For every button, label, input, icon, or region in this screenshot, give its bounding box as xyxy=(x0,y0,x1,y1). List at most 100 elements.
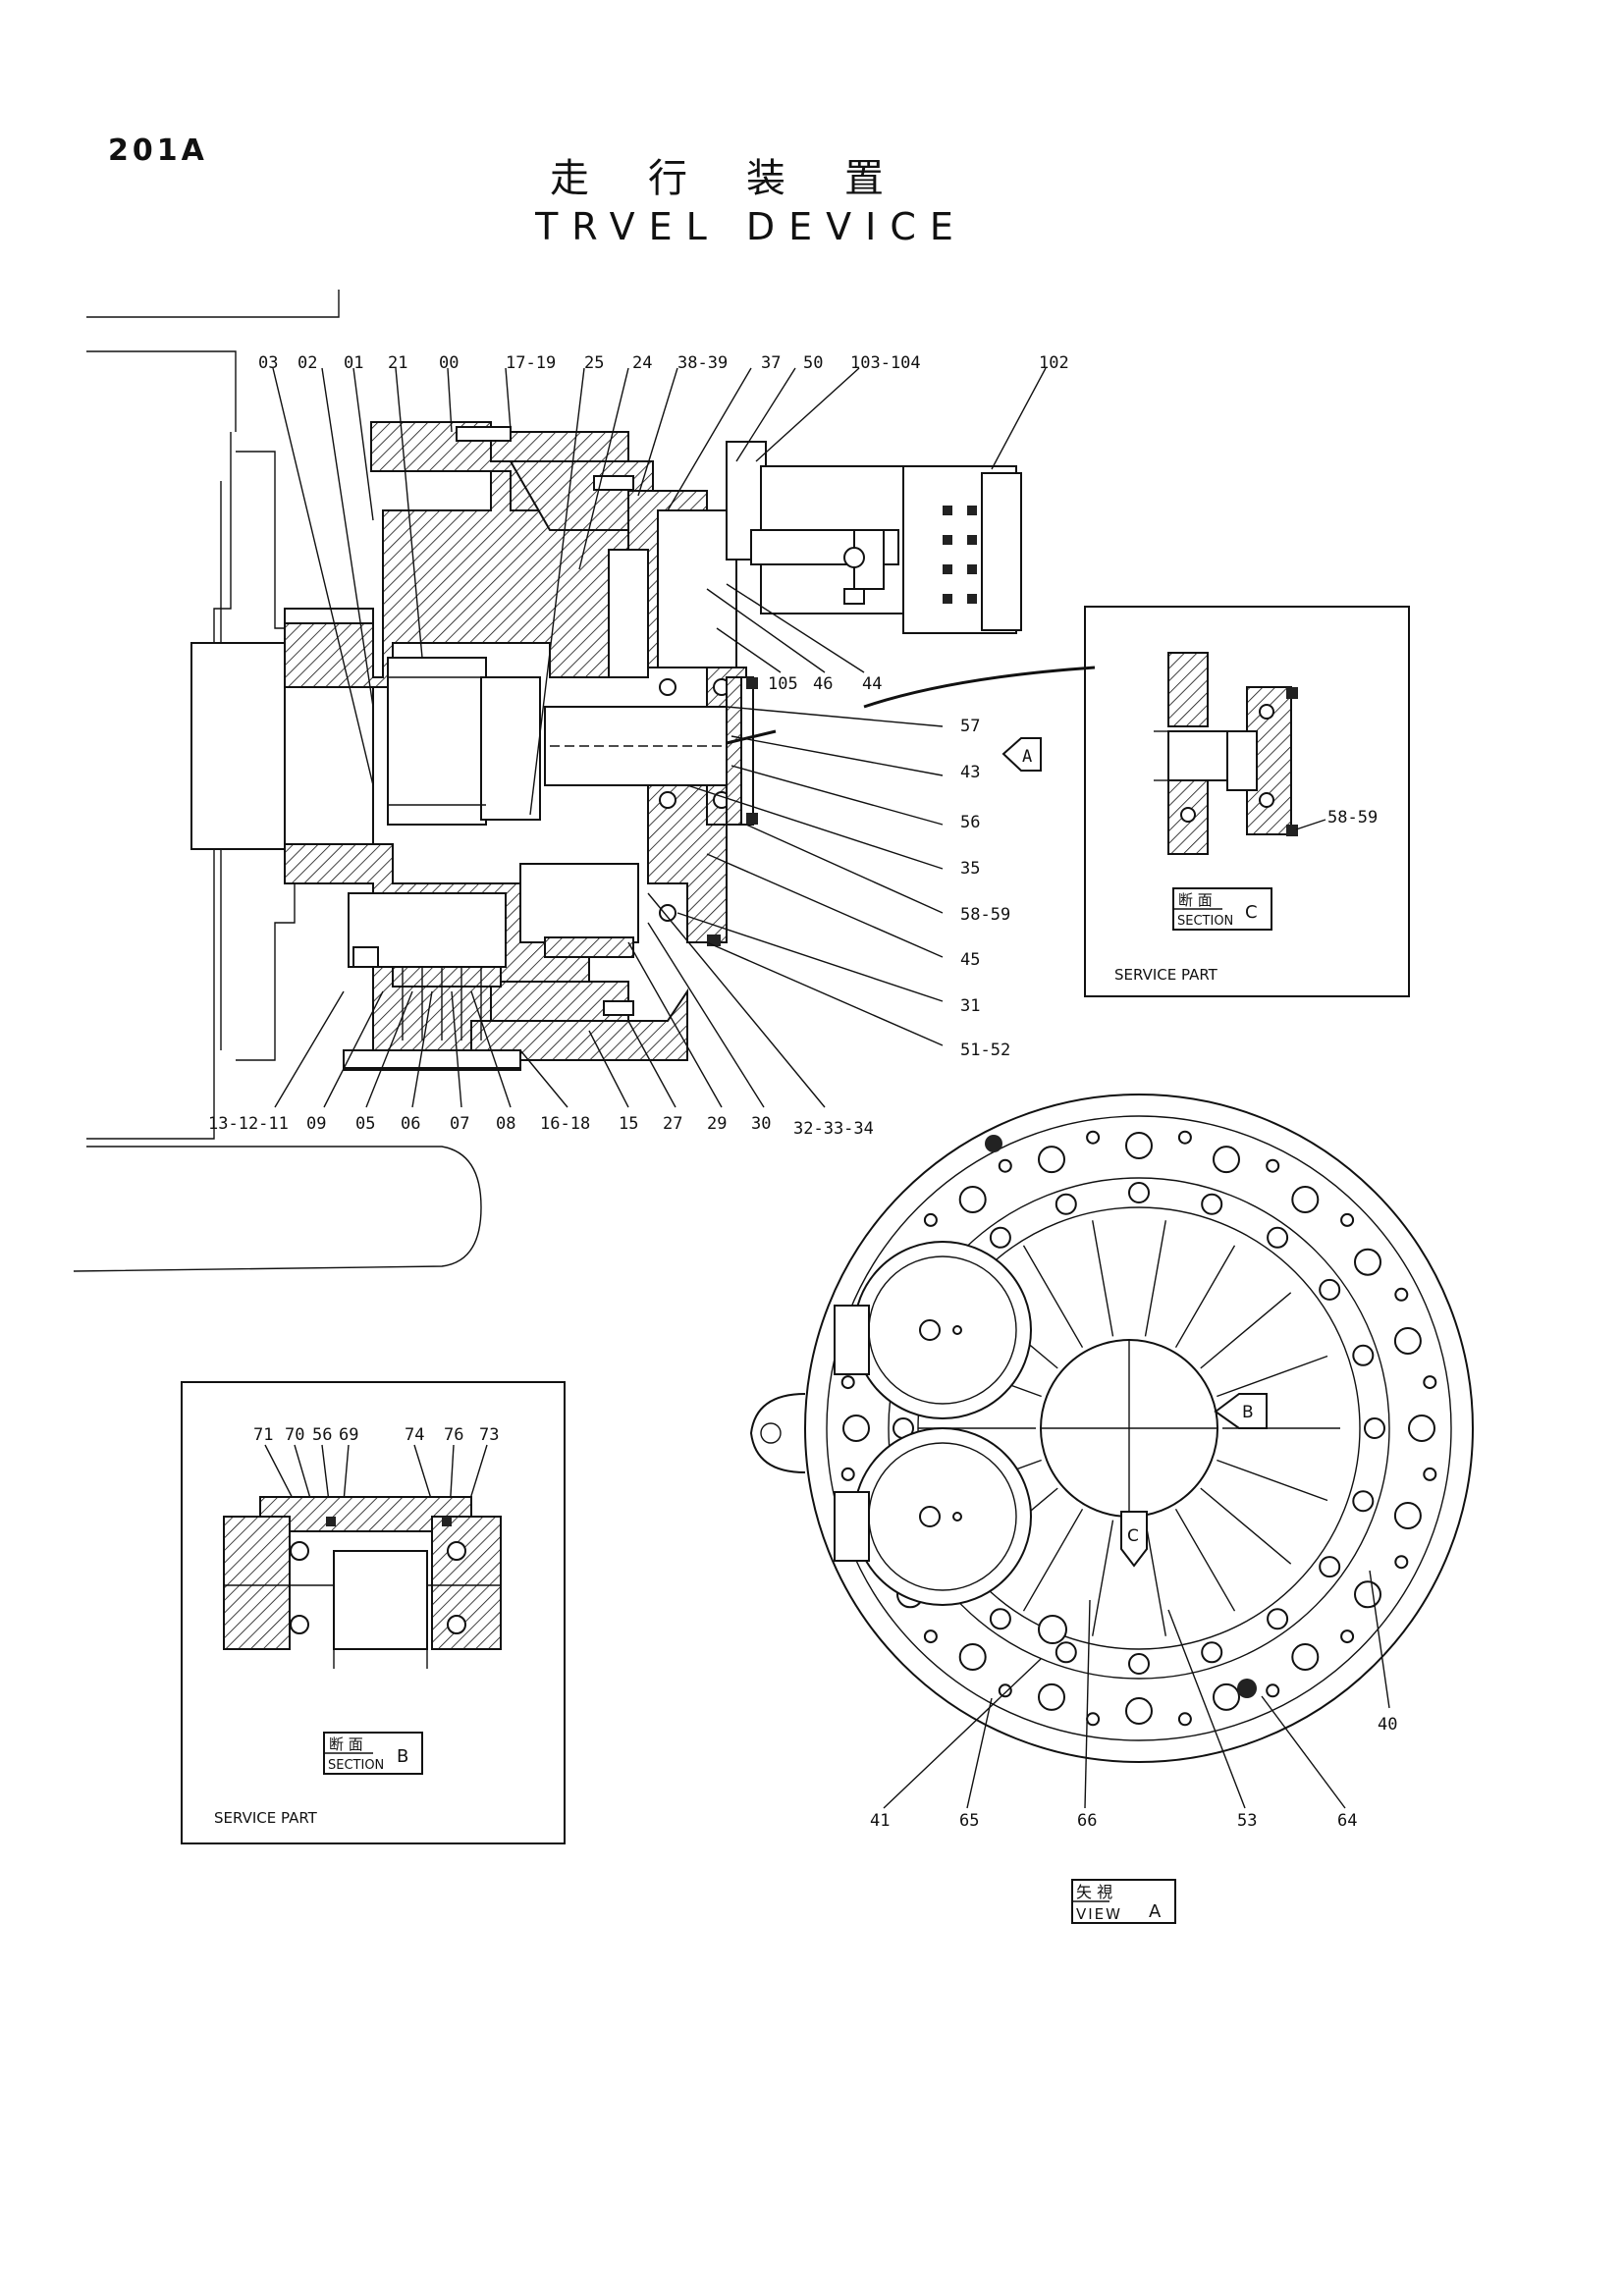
inner-bolt-hole xyxy=(1128,1653,1150,1675)
section-b-drawing xyxy=(223,1496,502,1669)
spoke xyxy=(1022,1508,1084,1612)
label-09: 09 xyxy=(306,1114,326,1134)
labels-right-column: 57 43 56 35 58-59 45 31 51-52 xyxy=(960,717,1010,1060)
section-b-label-71: 71 xyxy=(253,1425,273,1445)
leader-lines-main xyxy=(272,367,1096,1108)
bolt-hole xyxy=(923,1629,938,1644)
bolt-hole xyxy=(1213,1682,1240,1711)
label-56: 56 xyxy=(960,813,980,832)
spoke xyxy=(1174,1245,1236,1349)
bolt-hole xyxy=(1393,1327,1422,1355)
spoke xyxy=(1217,1459,1328,1502)
view-a-end-view: B C xyxy=(749,1094,1474,1763)
section-b-label-56: 56 xyxy=(312,1425,332,1445)
section-b-caption: SERVICE PART xyxy=(214,1809,318,1827)
label-30: 30 xyxy=(751,1114,771,1134)
inner-bolt-hole xyxy=(1319,1278,1341,1301)
bolt-hole xyxy=(840,1467,855,1481)
bolt-hole xyxy=(998,1683,1012,1698)
label-103-104: 103-104 xyxy=(850,353,921,373)
section-b-label-76: 76 xyxy=(444,1425,463,1445)
inner-bolt-hole xyxy=(1364,1417,1385,1439)
section-c-panel: 58-59 断 面 SECTION C SERVICE PART xyxy=(1084,606,1410,997)
inner-bolt-hole xyxy=(1267,1608,1289,1630)
labels-mid: 105 46 44 xyxy=(768,674,882,694)
label-29: 29 xyxy=(707,1114,727,1134)
motor-cap-upper xyxy=(853,1241,1032,1419)
bolt-hole xyxy=(840,1375,855,1390)
label-102: 102 xyxy=(1039,353,1069,373)
label-17-19: 17-19 xyxy=(506,353,556,373)
bolt-hole xyxy=(842,1415,870,1442)
spoke xyxy=(1092,1520,1114,1636)
labels-bottom-row: 13-12-11 09 05 06 07 08 16-18 15 27 29 3… xyxy=(208,1114,874,1139)
label-43: 43 xyxy=(960,763,980,782)
bolt-hole xyxy=(1354,1248,1381,1276)
spoke xyxy=(1144,1520,1166,1636)
labels-top-row: 03 02 01 21 00 17-19 25 24 38-39 37 50 1… xyxy=(258,353,1069,373)
view-a-labels: 40 41 65 66 53 64 xyxy=(870,1715,1397,1831)
arrow-a-letter: A xyxy=(1022,747,1032,767)
label-24: 24 xyxy=(632,353,652,373)
bolt-hole xyxy=(958,1186,987,1213)
label-51-52: 51-52 xyxy=(960,1041,1010,1060)
label-38-39: 38-39 xyxy=(677,353,728,373)
bolt-hole xyxy=(1423,1375,1437,1390)
bolt-hole xyxy=(1354,1580,1381,1609)
section-c-part-label: 58-59 xyxy=(1327,808,1378,828)
label-21: 21 xyxy=(388,353,407,373)
bolt-hole xyxy=(1291,1186,1320,1213)
spoke xyxy=(1200,1292,1292,1369)
inner-bolt-hole xyxy=(1201,1641,1223,1664)
inner-bolt-hole xyxy=(1128,1182,1150,1203)
bolt-hole xyxy=(1038,1146,1065,1174)
bolt-hole xyxy=(1086,1130,1101,1145)
label-31: 31 xyxy=(960,996,980,1016)
view-a-letter: A xyxy=(1149,1901,1162,1922)
view-a-label-41: 41 xyxy=(870,1811,890,1831)
bolt-hole xyxy=(1340,1629,1355,1644)
bolt-hole xyxy=(1038,1682,1065,1711)
label-07: 07 xyxy=(450,1114,469,1134)
inner-bolt-hole xyxy=(1352,1490,1375,1513)
title-japanese: 走 行 装 置 xyxy=(550,156,893,201)
view-a-label-65: 65 xyxy=(959,1811,979,1831)
bolt-hole xyxy=(1423,1467,1437,1481)
bolt-hole xyxy=(1177,1130,1192,1145)
label-58-59: 58-59 xyxy=(960,905,1010,925)
bolt-hole xyxy=(1340,1212,1355,1227)
bolt-hole xyxy=(1266,1158,1280,1173)
leader-lines-view-a xyxy=(883,1570,1390,1809)
main-cross-section xyxy=(73,290,1022,1272)
bolt-hole xyxy=(1125,1697,1153,1725)
label-02: 02 xyxy=(298,353,317,373)
page-code: 201A xyxy=(108,133,208,168)
bolt-hole xyxy=(1125,1132,1153,1159)
bolt-hole xyxy=(1408,1415,1435,1442)
bolt-hole xyxy=(1394,1287,1409,1302)
section-c-title-jp: 断 面 xyxy=(1178,891,1213,909)
spoke xyxy=(1217,1355,1328,1398)
bolt-hole xyxy=(1177,1712,1192,1727)
view-a-title-jp: 矢 視 xyxy=(1076,1883,1112,1901)
inner-bolt-hole xyxy=(989,1608,1011,1630)
label-01: 01 xyxy=(344,353,363,373)
view-a-title-en: VIEW xyxy=(1076,1905,1122,1923)
section-c-title-en: SECTION xyxy=(1177,914,1233,929)
label-37: 37 xyxy=(761,353,781,373)
section-b-label-73: 73 xyxy=(479,1425,499,1445)
motor-cap-lower xyxy=(853,1427,1032,1606)
spoke xyxy=(1092,1220,1114,1337)
spoke xyxy=(1144,1220,1166,1337)
section-b-title-en: SECTION xyxy=(328,1758,384,1773)
label-15: 15 xyxy=(619,1114,638,1134)
title-english: TRVEL DEVICE xyxy=(534,205,967,248)
inner-bolt-hole xyxy=(1352,1344,1375,1366)
inner-bolt-hole xyxy=(1055,1641,1077,1664)
label-05: 05 xyxy=(355,1114,375,1134)
label-46: 46 xyxy=(813,674,833,694)
view-a-title-box: 矢 視 VIEW A xyxy=(1071,1879,1176,1924)
bolt-hole xyxy=(1266,1683,1280,1698)
inner-bolt-hole xyxy=(1201,1193,1223,1215)
